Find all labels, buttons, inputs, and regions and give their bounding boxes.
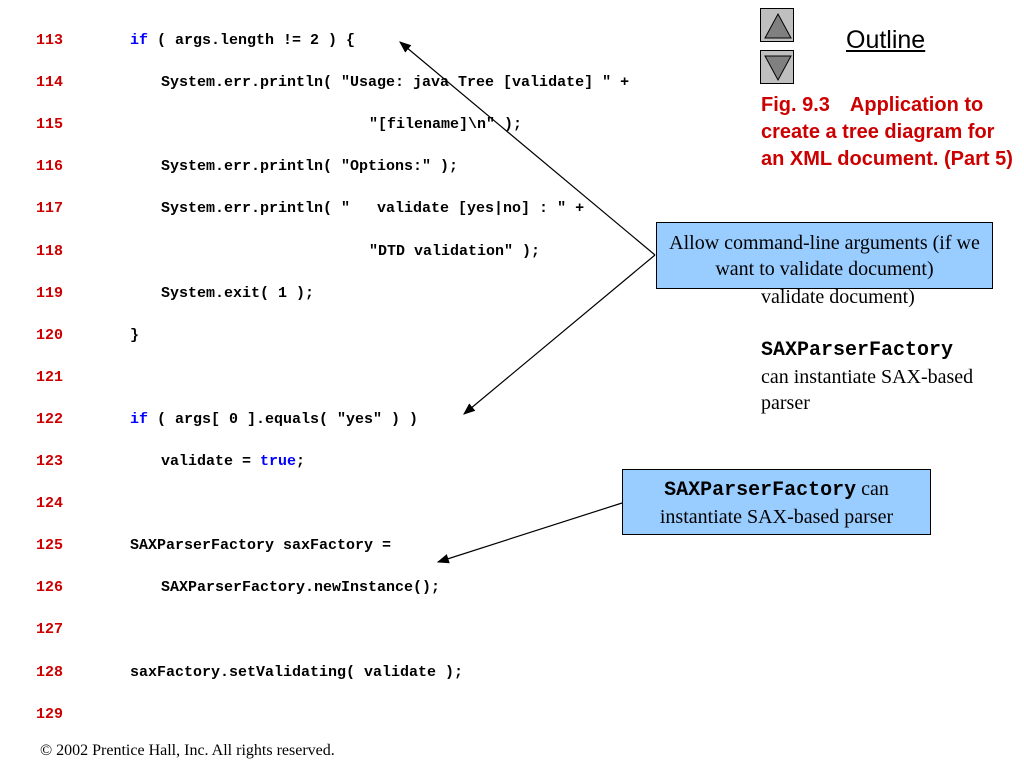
code-text: ( args[ 0 ].equals( "yes" ) ) bbox=[148, 410, 419, 428]
line-number: 122 bbox=[36, 410, 64, 428]
code-text: SAXParserFactory saxFactory = bbox=[130, 537, 392, 555]
code-line: 121 bbox=[0, 368, 760, 388]
line-number: 126 bbox=[36, 579, 64, 597]
line-number: 116 bbox=[36, 158, 64, 176]
code-line: 114 System.err.println( "Usage: java Tree… bbox=[0, 73, 760, 93]
line-number: 113 bbox=[36, 32, 64, 49]
line-number: 128 bbox=[36, 663, 64, 681]
code-text: SAXParserFactory.newInstance(); bbox=[161, 579, 441, 597]
code-line: 122 if ( args[ 0 ].equals( "yes" ) ) bbox=[0, 410, 760, 430]
line-number: 129 bbox=[36, 705, 64, 723]
line-code: SAXParserFactory.newInstance(); bbox=[161, 578, 440, 598]
line-code: System.exit( 1 ); bbox=[161, 284, 314, 304]
line-number: 127 bbox=[36, 621, 64, 639]
outline-link[interactable]: Outline bbox=[846, 26, 926, 54]
line-number: 119 bbox=[36, 284, 64, 302]
callout-factory-text: can instantiate SAX-based parser bbox=[659, 478, 894, 528]
line-code: SAXParserFactory saxFactory = bbox=[130, 536, 391, 556]
line-number: 114 bbox=[36, 74, 64, 92]
line-code: validate = true; bbox=[161, 452, 305, 472]
callout-command-line-args: Allow command-line arguments (if we want… bbox=[656, 222, 993, 289]
code-line: 128 saxFactory.setValidating( validate ); bbox=[0, 663, 760, 683]
line-code: System.err.println( "Usage: java Tree [v… bbox=[161, 73, 629, 93]
line-number: 120 bbox=[36, 326, 64, 344]
outline-note-args: validate document) bbox=[761, 286, 915, 308]
line-code: saxFactory.setValidating( validate ); bbox=[130, 663, 463, 683]
line-number: 124 bbox=[36, 495, 64, 513]
code-keyword: if bbox=[130, 32, 149, 49]
code-text: "DTD validation" ); bbox=[369, 242, 541, 260]
line-number: 117 bbox=[36, 200, 64, 218]
next-slide-button[interactable] bbox=[760, 50, 794, 84]
code-line: 125 SAXParserFactory saxFactory = bbox=[0, 536, 760, 556]
outline-notes: validate document) SAXParserFactory can … bbox=[761, 284, 1016, 416]
code-text: ( args.length != 2 ) { bbox=[148, 32, 356, 49]
line-number: 118 bbox=[36, 242, 64, 260]
code-line: 113 if ( args.length != 2 ) { bbox=[0, 31, 760, 51]
code-text: ; bbox=[296, 453, 306, 470]
code-text: "[filename]\n" ); bbox=[369, 116, 523, 134]
line-code: "DTD validation" ); bbox=[369, 242, 540, 262]
line-number: 125 bbox=[36, 537, 64, 555]
code-line: 126 SAXParserFactory.newInstance(); bbox=[0, 578, 760, 598]
code-line: 118 "DTD validation" ); bbox=[0, 242, 760, 262]
code-line: 120} bbox=[0, 326, 760, 346]
code-keyword: if bbox=[130, 410, 149, 428]
code-text: } bbox=[130, 326, 140, 344]
code-line: 119 System.exit( 1 ); bbox=[0, 284, 760, 304]
line-code: } bbox=[130, 326, 139, 346]
outline-note-factory-class: SAXParserFactory bbox=[761, 339, 954, 362]
callout-args-text: Allow command-line arguments (if we want… bbox=[669, 232, 980, 280]
code-text: validate = bbox=[161, 453, 261, 470]
line-number: 123 bbox=[36, 453, 64, 470]
code-text: saxFactory.setValidating( validate ); bbox=[130, 663, 464, 681]
previous-slide-button[interactable] bbox=[760, 8, 794, 42]
code-line: 123 validate = true; bbox=[0, 452, 760, 472]
code-text: System.err.println( "Usage: java Tree [v… bbox=[161, 74, 630, 92]
callout-sax-parser-factory: SAXParserFactory can instantiate SAX-bas… bbox=[622, 469, 931, 535]
code-line: 127 bbox=[0, 620, 760, 640]
line-code: if ( args[ 0 ].equals( "yes" ) ) bbox=[130, 410, 418, 430]
code-line: 116 System.err.println( "Options:" ); bbox=[0, 157, 760, 177]
code-line: 117 System.err.println( " validate [yes|n… bbox=[0, 199, 760, 219]
figure-caption: Fig. 9.3 Application to create a tree di… bbox=[761, 94, 1013, 170]
line-code: if ( args.length != 2 ) { bbox=[130, 31, 355, 51]
copyright-footer: © 2002 Prentice Hall, Inc. All rights re… bbox=[40, 742, 335, 759]
line-number: 121 bbox=[36, 368, 64, 386]
code-line: 124 bbox=[0, 494, 760, 514]
line-code: "[filename]\n" ); bbox=[369, 115, 522, 135]
code-line: 115 "[filename]\n" ); bbox=[0, 115, 760, 135]
code-line: 129 bbox=[0, 705, 760, 725]
callout-factory-class: SAXParserFactory bbox=[664, 479, 857, 502]
code-text: System.exit( 1 ); bbox=[161, 284, 315, 302]
triangle-up-icon bbox=[764, 12, 792, 39]
triangle-down-icon bbox=[764, 55, 792, 82]
code-keyword: true bbox=[260, 453, 297, 470]
outline-note-factory-text: can instantiate SAX-based parser bbox=[761, 366, 974, 414]
line-code: System.err.println( "Options:" ); bbox=[161, 157, 458, 177]
line-number: 115 bbox=[36, 116, 64, 134]
line-code: System.err.println( " validate [yes|no] … bbox=[161, 199, 584, 219]
code-text: System.err.println( " validate [yes|no] … bbox=[161, 200, 585, 218]
code-text: System.err.println( "Options:" ); bbox=[161, 158, 459, 176]
